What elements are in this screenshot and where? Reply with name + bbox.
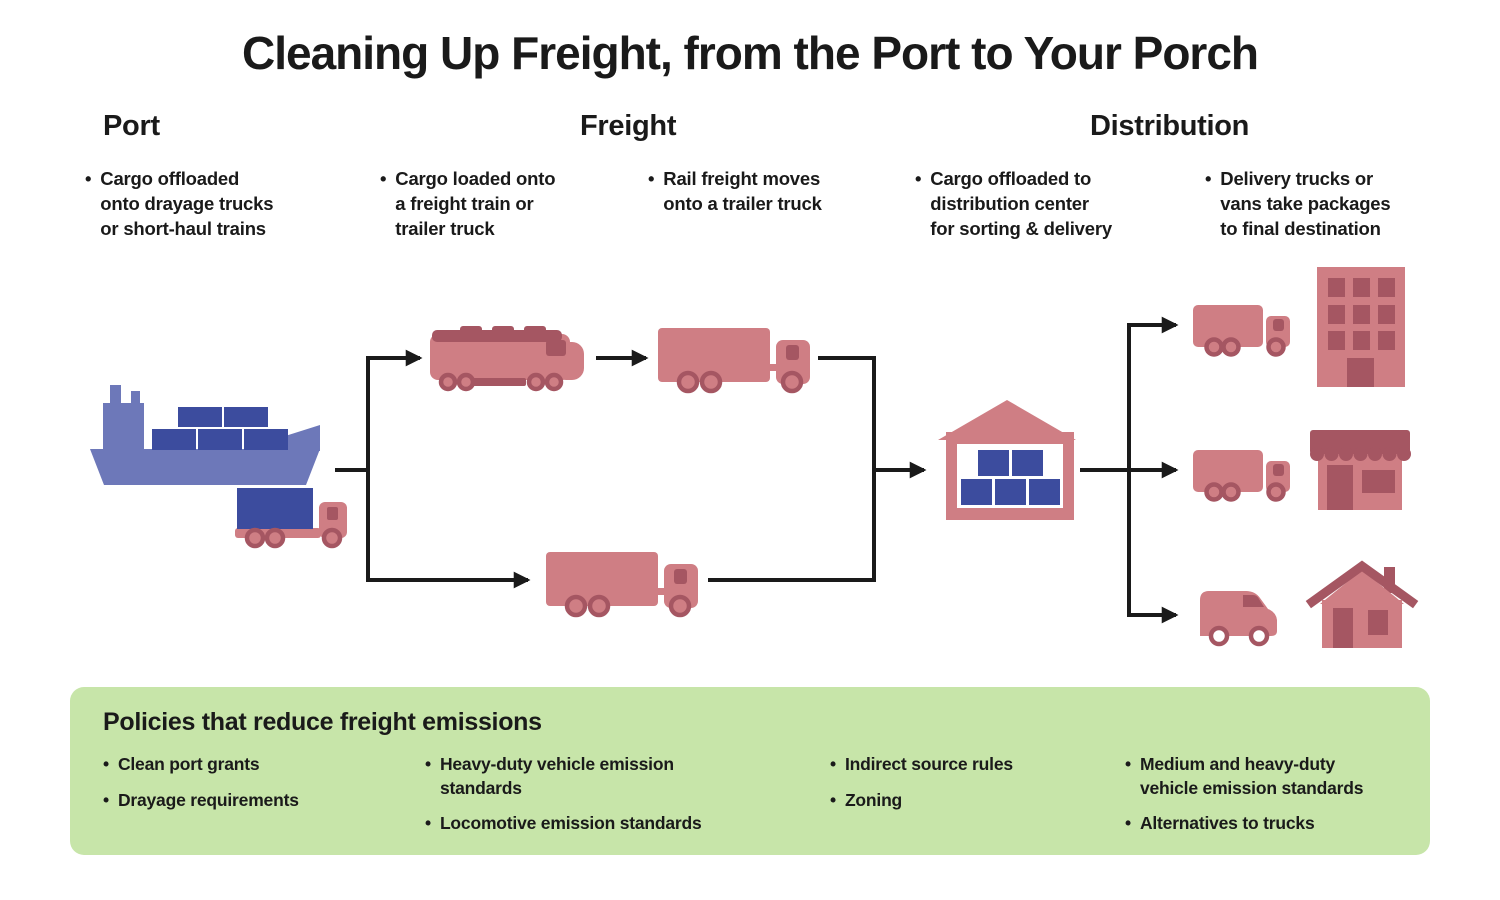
cargo-ship-icon <box>90 385 320 485</box>
policy-item-text: Alternatives to trucks <box>1139 813 1315 833</box>
apartment-building-icon <box>1317 267 1405 387</box>
policy-item-text: Heavy-duty vehicle emission standards <box>439 754 674 798</box>
policies-panel: Policies that reduce freight emissions C… <box>70 687 1430 855</box>
port-bullet-1: Cargo offloaded onto drayage trucks or s… <box>85 166 273 241</box>
delivery-truck-top-icon <box>1193 305 1290 355</box>
distribution-bullet-2: Delivery trucks or vans take packages to… <box>1205 166 1391 241</box>
policy-item: Locomotive emission standards <box>425 812 725 836</box>
policy-item: Zoning <box>830 789 1110 813</box>
section-header-port: Port <box>103 110 160 142</box>
house-icon <box>1305 560 1419 648</box>
freight-bullet-1-text: Cargo loaded onto a freight train or tra… <box>395 168 556 239</box>
policy-item-text: Medium and heavy-duty vehicle emission s… <box>1139 754 1364 798</box>
policy-item: Drayage requirements <box>103 789 383 813</box>
policies-column-1: Clean port grants Drayage requirements <box>103 753 383 824</box>
policies-column-2: Heavy-duty vehicle emission standards Lo… <box>425 753 725 848</box>
section-header-distribution: Distribution <box>1090 110 1250 142</box>
policy-item-text: Locomotive emission standards <box>439 813 702 833</box>
drayage-truck-icon <box>235 488 347 549</box>
trailer-truck-bottom-icon <box>546 552 698 615</box>
freight-train-icon <box>430 326 584 392</box>
freight-bullet-1: Cargo loaded onto a freight train or tra… <box>380 166 555 241</box>
freight-bullet-2: Rail freight moves onto a trailer truck <box>648 166 822 216</box>
section-header-freight: Freight <box>580 110 677 142</box>
distribution-bullet-1: Cargo offloaded to distribution center f… <box>915 166 1112 241</box>
delivery-van-icon <box>1200 591 1277 647</box>
policy-item-text: Drayage requirements <box>117 789 299 810</box>
policies-column-3: Indirect source rules Zoning <box>830 753 1110 824</box>
port-bullet-1-text: Cargo offloaded onto drayage trucks or s… <box>100 168 274 239</box>
page-title: Cleaning Up Freight, from the Port to Yo… <box>242 27 1259 79</box>
trailer-truck-top-icon <box>658 328 810 391</box>
delivery-truck-middle-icon <box>1193 450 1290 500</box>
policy-item: Indirect source rules <box>830 753 1110 777</box>
freight-bullet-2-text: Rail freight moves onto a trailer truck <box>663 168 822 214</box>
policy-item: Clean port grants <box>103 753 383 777</box>
policy-item-text: Zoning <box>844 789 903 810</box>
policy-item: Heavy-duty vehicle emission standards <box>425 753 725 800</box>
flow-arrows <box>335 316 1179 624</box>
distribution-bullet-1-text: Cargo offloaded to distribution center f… <box>930 168 1112 239</box>
distribution-bullet-2-text: Delivery trucks or vans take packages to… <box>1220 168 1391 239</box>
policy-item-text: Indirect source rules <box>844 754 1013 774</box>
policy-item-text: Clean port grants <box>117 754 260 774</box>
policy-item: Alternatives to trucks <box>1125 812 1405 836</box>
storefront-icon <box>1310 430 1411 510</box>
policy-item: Medium and heavy-duty vehicle emission s… <box>1125 753 1405 800</box>
policies-title: Policies that reduce freight emissions <box>103 708 542 736</box>
policies-column-4: Medium and heavy-duty vehicle emission s… <box>1125 753 1405 848</box>
warehouse-icon <box>938 400 1076 520</box>
